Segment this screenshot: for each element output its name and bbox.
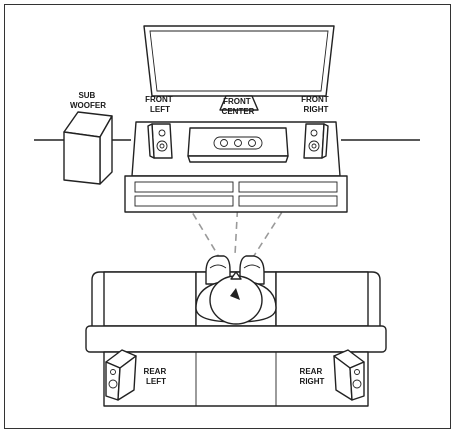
rear-left-speaker-icon [105,349,137,401]
label-front-right: FRONT RIGHT [301,95,331,114]
front-center-speaker-icon [187,127,289,163]
front-right-speaker-icon [303,123,329,159]
label-sub-woofer: SUB WOOFER [70,91,106,110]
label-rear-right: REAR RIGHT [300,367,325,386]
label-rear-left: REAR LEFT [144,367,169,386]
front-left-speaker-icon [147,123,173,159]
tv-icon [143,25,335,111]
frame-border [4,4,451,429]
listener-icon [195,255,277,325]
subwoofer-icon [63,111,113,185]
label-front-left: FRONT LEFT [145,95,175,114]
rear-right-speaker-icon [333,349,365,401]
label-front-center: FRONT CENTER [222,97,255,116]
